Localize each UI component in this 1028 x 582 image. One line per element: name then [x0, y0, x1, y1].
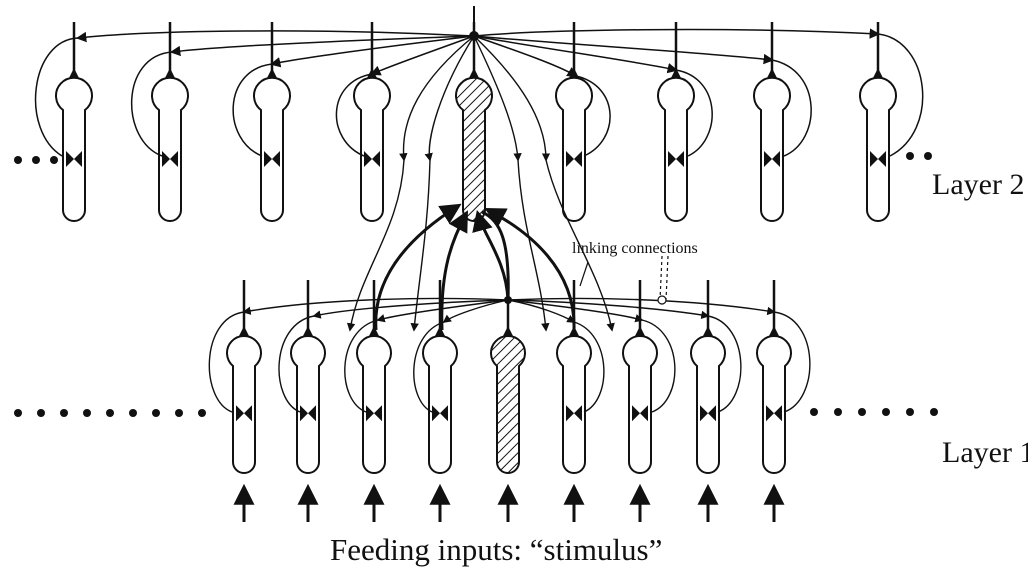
feeding-inputs-label: Feeding inputs: “stimulus”	[330, 532, 663, 567]
layer2-linking-arcs	[34, 28, 924, 157]
layer1-label: Layer 1	[942, 436, 1028, 469]
layer2-neuron	[455, 22, 493, 222]
layer1-neuron	[356, 280, 392, 522]
layer2-label: Layer 2	[932, 168, 1025, 201]
layer1-neuron	[756, 280, 792, 522]
linking-connections-pointer	[579, 255, 669, 305]
layer1-linking-arcs	[208, 297, 811, 413]
layer2-neuron	[753, 22, 791, 222]
layer1-neurons	[226, 280, 792, 522]
layer1-neuron	[226, 280, 262, 522]
layer1-hub-node	[504, 296, 512, 304]
convergent-feeding-paths	[374, 203, 576, 331]
layer2-neuron	[55, 22, 93, 222]
layer1-neuron	[556, 280, 592, 522]
continuation-dots	[14, 152, 938, 417]
layer1-neuron	[290, 280, 326, 522]
layer2-neurons	[55, 22, 897, 222]
layer1-neuron	[690, 280, 726, 522]
layer1-neuron	[490, 280, 526, 522]
layer2-neuron	[253, 22, 291, 222]
layer1-neuron	[622, 280, 658, 522]
layer2-neuron	[151, 22, 189, 222]
linking-connections-label: linking connections	[572, 240, 698, 257]
layer2-neuron	[859, 22, 897, 222]
layer2-neuron	[353, 22, 391, 222]
layer1-neuron	[422, 280, 458, 522]
